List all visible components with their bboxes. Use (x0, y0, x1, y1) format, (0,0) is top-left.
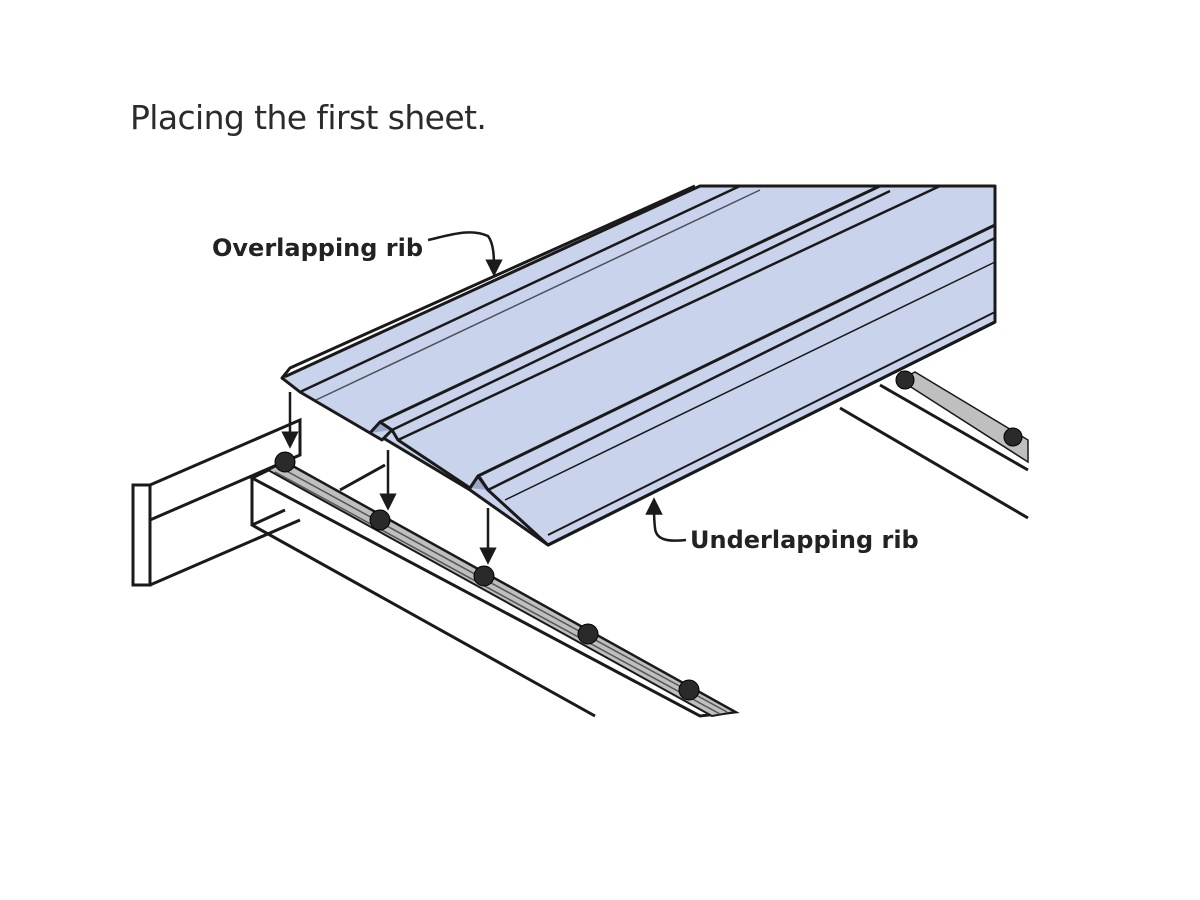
diagram-title: Placing the first sheet. (130, 98, 487, 137)
closure-strip-rear (898, 371, 1029, 464)
fasteners-front (274, 451, 700, 701)
underlapping-rib-arrow (645, 497, 687, 542)
overlapping-rib-arrow (427, 231, 503, 277)
placement-arrows (281, 392, 497, 565)
underlapping-rib-callout: Underlapping rib (645, 497, 919, 554)
roofing-sheet (280, 184, 997, 547)
overlapping-rib-profile (280, 184, 696, 379)
fascia-board (131, 417, 302, 587)
overlapping-rib-callout: Overlapping rib (212, 231, 503, 277)
support-lines (339, 463, 386, 492)
overlapping-rib-label: Overlapping rib (212, 234, 423, 262)
underlapping-rib-label: Underlapping rib (690, 526, 919, 554)
fasteners-rear (895, 370, 1023, 447)
